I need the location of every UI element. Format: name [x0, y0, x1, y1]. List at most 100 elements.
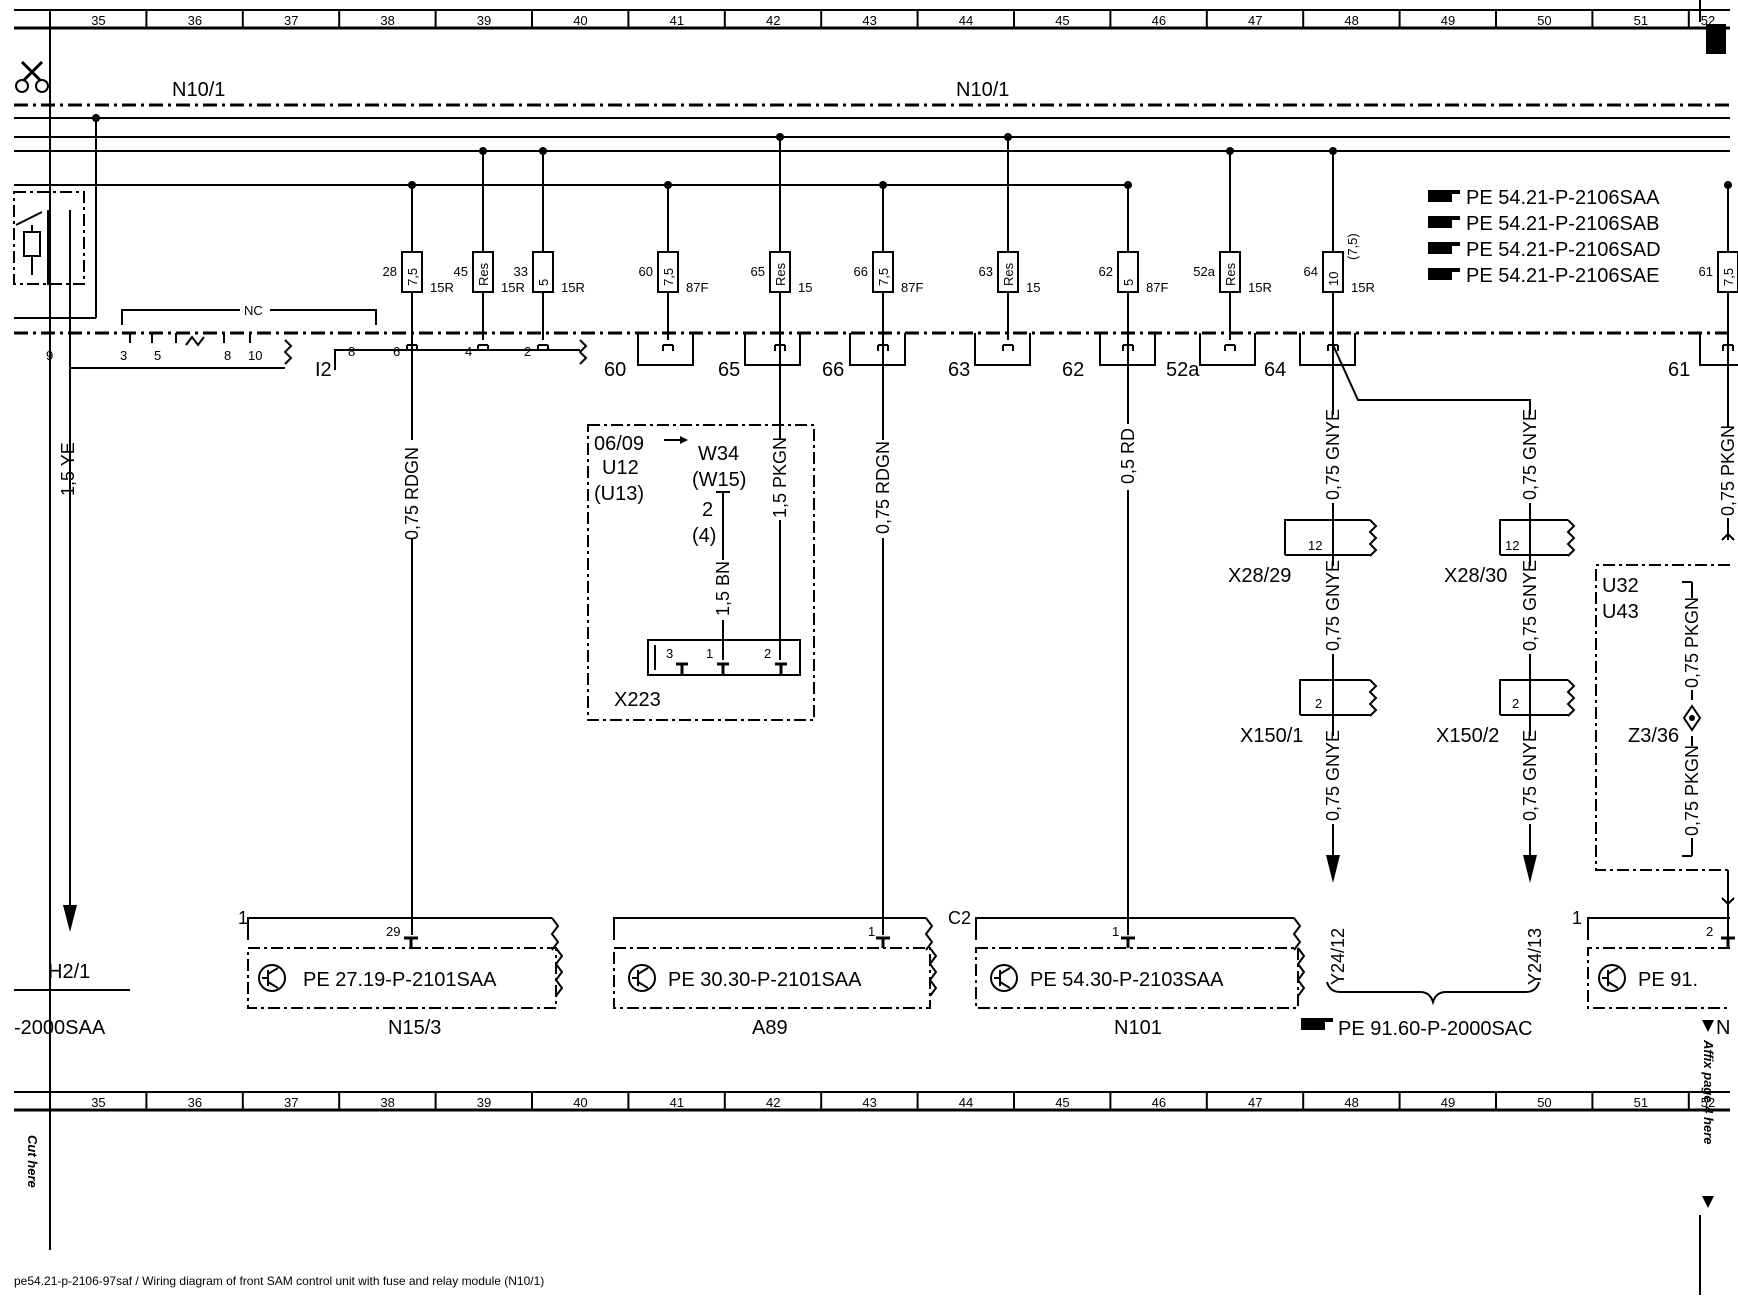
cut-here-label: Cut here [25, 1135, 40, 1188]
group-number: 63 [948, 359, 970, 381]
component-right-partial: 1 2 PE 91. N [1572, 870, 1735, 1039]
svg-text:12: 12 [1505, 538, 1519, 553]
connector-x150-2: 2 X150/2 [1436, 679, 1576, 747]
connector-x28-29: 12 X28/29 [1228, 519, 1378, 587]
fuse-number: 65 [751, 264, 765, 279]
svg-text:X150/1: X150/1 [1240, 725, 1303, 747]
col-top-51: 51 [1634, 13, 1648, 28]
col-bot-49: 49 [1441, 1095, 1455, 1110]
reference-hand-icon [1428, 190, 1460, 202]
svg-text:2: 2 [702, 499, 713, 521]
fuse-number: 62 [1099, 264, 1113, 279]
svg-text:N101: N101 [1114, 1017, 1162, 1039]
fuse-value: 10 [1326, 272, 1341, 286]
fuse-value: Res [476, 262, 491, 286]
fuse-circuit: 15R [1248, 280, 1272, 295]
fuse-number: 33 [514, 264, 528, 279]
fuse-value: 7,5 [1721, 268, 1736, 286]
svg-text:0,75 GNYE: 0,75 GNYE [1520, 560, 1540, 651]
svg-text:X28/30: X28/30 [1444, 565, 1507, 587]
col-top-38: 38 [380, 13, 394, 28]
col-bot-51: 51 [1634, 1095, 1648, 1110]
fuse-value: Res [1223, 262, 1238, 286]
group-62: 62 [1062, 333, 1156, 381]
reference-text: PE 54.21-P-2106SAA [1466, 187, 1660, 209]
svg-text:2: 2 [524, 344, 531, 359]
col-bot-35: 35 [91, 1095, 105, 1110]
fuse-circuit: 15R [561, 280, 585, 295]
svg-text:2: 2 [1512, 696, 1519, 711]
reference-item: PE 54.21-P-2106SAE [1428, 265, 1659, 287]
relay-block-left [13, 114, 100, 345]
footer-caption: pe54.21-p-2106-97saf / Wiring diagram of… [14, 1274, 544, 1288]
svg-text:1,5 BN: 1,5 BN [713, 561, 733, 616]
fuse-value: 7,5 [661, 268, 676, 286]
svg-text:PE 91.60-P-2000SAC: PE 91.60-P-2000SAC [1338, 1018, 1533, 1040]
col-bot-48: 48 [1344, 1095, 1358, 1110]
group-60: 60 [604, 333, 694, 381]
connector-strip-left: 9 3 5 8 10 [46, 333, 293, 369]
svg-text:0,75 RDGN: 0,75 RDGN [873, 441, 893, 534]
col-bot-42: 42 [766, 1095, 780, 1110]
svg-text:-2000SAA: -2000SAA [14, 1017, 106, 1039]
svg-text:PE 30.30-P-2101SAA: PE 30.30-P-2101SAA [668, 969, 862, 991]
svg-text:X28/29: X28/29 [1228, 565, 1291, 587]
svg-text:1: 1 [1112, 924, 1119, 939]
reference-item: PE 54.21-P-2106SAA [1428, 187, 1660, 209]
connector-i2: I2 8 6 4 2 [315, 339, 588, 381]
fuse-number: 45 [454, 264, 468, 279]
col-bot-50: 50 [1537, 1095, 1551, 1110]
svg-text:8: 8 [348, 344, 355, 359]
reference-item: PE 54.21-P-2106SAD [1428, 239, 1661, 261]
module-label-center: N10/1 [956, 79, 1009, 101]
group-number: 52a [1166, 359, 1200, 381]
fuse-number: 28 [383, 264, 397, 279]
svg-text:1: 1 [238, 908, 248, 928]
svg-text:2: 2 [764, 646, 771, 661]
svg-text:1,5 YE: 1,5 YE [58, 442, 78, 496]
component-h2-1: H2/1 -2000SAA [14, 961, 130, 1039]
fuse-circuit: 15 [798, 280, 812, 295]
svg-text:4: 4 [465, 344, 472, 359]
fuse-value: 5 [1121, 279, 1136, 286]
col-bot-44: 44 [959, 1095, 973, 1110]
svg-text:6: 6 [393, 344, 400, 359]
svg-text:Affix page 4 here: Affix page 4 here [1701, 1039, 1716, 1145]
svg-text:Y24/13: Y24/13 [1525, 928, 1545, 985]
svg-text:1: 1 [868, 924, 875, 939]
module-label-left: N10/1 [172, 79, 225, 101]
module-box-u12: 06/09 U12 (U13) W34 (W15) 2 (4) 1,5 BN 3… [587, 424, 815, 721]
wire-rdgn-n15: 0,75 RDGN [402, 318, 422, 935]
col-bot-39: 39 [477, 1095, 491, 1110]
fuse-62: 62 5 87F [1099, 181, 1168, 351]
fuse-circuit: 15R [501, 280, 525, 295]
col-top-50: 50 [1537, 13, 1551, 28]
fuse-circuit: 87F [1146, 280, 1168, 295]
svg-text:29: 29 [386, 924, 400, 939]
group-52a: 52a [1166, 333, 1256, 381]
svg-text:10: 10 [248, 348, 262, 363]
svg-text:1: 1 [1572, 908, 1582, 928]
fuse-number: 52a [1193, 264, 1215, 279]
svg-text:U32: U32 [1602, 575, 1639, 597]
svg-text:X223: X223 [614, 689, 661, 711]
col-top-48: 48 [1344, 13, 1358, 28]
group-64: 64 [1264, 333, 1356, 381]
group-number: 62 [1062, 359, 1084, 381]
svg-text:0,75 PKGN: 0,75 PKGN [1682, 597, 1702, 688]
reference-hand-icon [1428, 268, 1460, 280]
svg-text:9: 9 [46, 348, 53, 363]
col-top-36: 36 [188, 13, 202, 28]
svg-text:Z3/36: Z3/36 [1628, 725, 1679, 747]
scissors-icon [15, 60, 49, 93]
col-bot-38: 38 [380, 1095, 394, 1110]
